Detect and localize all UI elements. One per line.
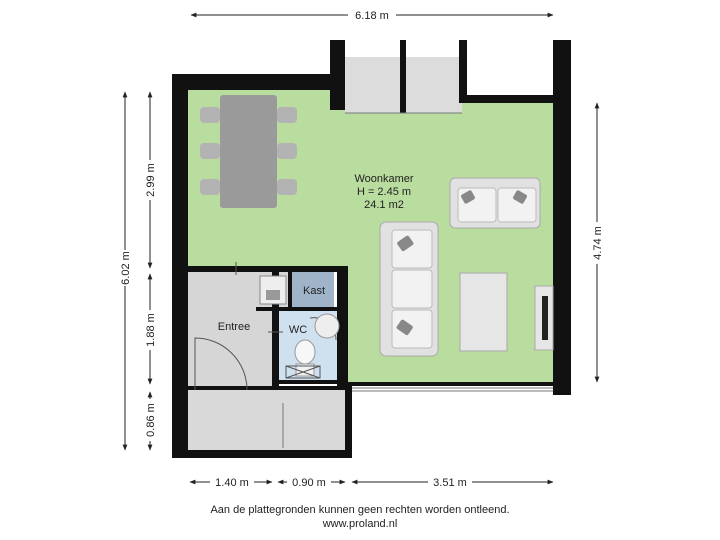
dim-left-upper: 2.99 m	[145, 163, 157, 197]
entree-door	[194, 337, 248, 391]
dim-right-height: 4.74 m	[592, 226, 604, 260]
dining-set	[200, 95, 297, 208]
wall-balcony-mid	[400, 40, 406, 113]
wall-porch-top	[188, 386, 348, 390]
dim-top-width: 6.18 m	[355, 10, 389, 22]
chair-left-1	[200, 107, 220, 123]
porch-floor	[188, 390, 345, 450]
sofa	[379, 221, 439, 357]
wall-top-right	[467, 95, 557, 103]
coffee-table	[459, 272, 508, 352]
balcony-right-floor	[403, 57, 462, 113]
chair-left-2	[200, 143, 220, 159]
chair-right-2	[277, 143, 297, 159]
dim-left-middle: 1.88 m	[145, 313, 157, 347]
living-room-area: 24.1 m2	[364, 199, 404, 211]
dim-bottom-left: 1.40 m	[215, 477, 249, 489]
walls	[172, 40, 571, 458]
living-room-name: Woonkamer	[354, 173, 413, 185]
kast-floor	[292, 272, 334, 307]
wall-left	[172, 74, 188, 458]
disclaimer-text: Aan de plattegronden kunnen geen rechten…	[210, 504, 510, 516]
website-link[interactable]: www.proland.nl	[322, 518, 398, 530]
wall-kast-bottom	[256, 307, 344, 311]
dim-left-lower: 0.86 m	[145, 403, 157, 437]
dim-bottom-right: 3.51 m	[433, 477, 467, 489]
chair-left-3	[200, 179, 220, 195]
balcony-left-floor	[345, 57, 403, 113]
dining-table	[220, 95, 277, 208]
entree-label: Entree	[218, 321, 250, 333]
wc-sink	[314, 313, 340, 339]
wall-wc-bottom	[272, 380, 344, 384]
wall-living-bottom	[345, 382, 555, 386]
windows	[282, 112, 553, 448]
wc-label: WC	[289, 324, 307, 336]
chair-right-1	[277, 107, 297, 123]
wall-balcony-right	[459, 40, 467, 103]
wall-entree-top	[188, 266, 348, 272]
kitchenette	[259, 275, 287, 305]
wall-hall-right	[337, 266, 348, 390]
wall-balcony-left	[330, 40, 345, 110]
tv-unit	[534, 285, 554, 351]
kast-label: Kast	[303, 285, 325, 297]
wall-wc-left	[272, 270, 279, 390]
meter-box	[285, 365, 321, 379]
dim-bottom-middle: 0.90 m	[292, 477, 326, 489]
dimension-labels: 6.18 m 6.02 m 2.99 m 1.88 m 0.86 m 4.74 …	[117, 7, 605, 490]
living-room-height: H = 2.45 m	[357, 186, 411, 198]
chair-right-3	[277, 179, 297, 195]
wall-porch-right	[345, 382, 352, 458]
dim-left-total: 6.02 m	[120, 251, 132, 285]
wall-kast-divider	[288, 272, 292, 307]
armchair-sofa	[449, 177, 541, 229]
wall-right	[553, 40, 571, 395]
wall-top-left	[172, 74, 345, 90]
wall-bottom	[172, 450, 347, 458]
